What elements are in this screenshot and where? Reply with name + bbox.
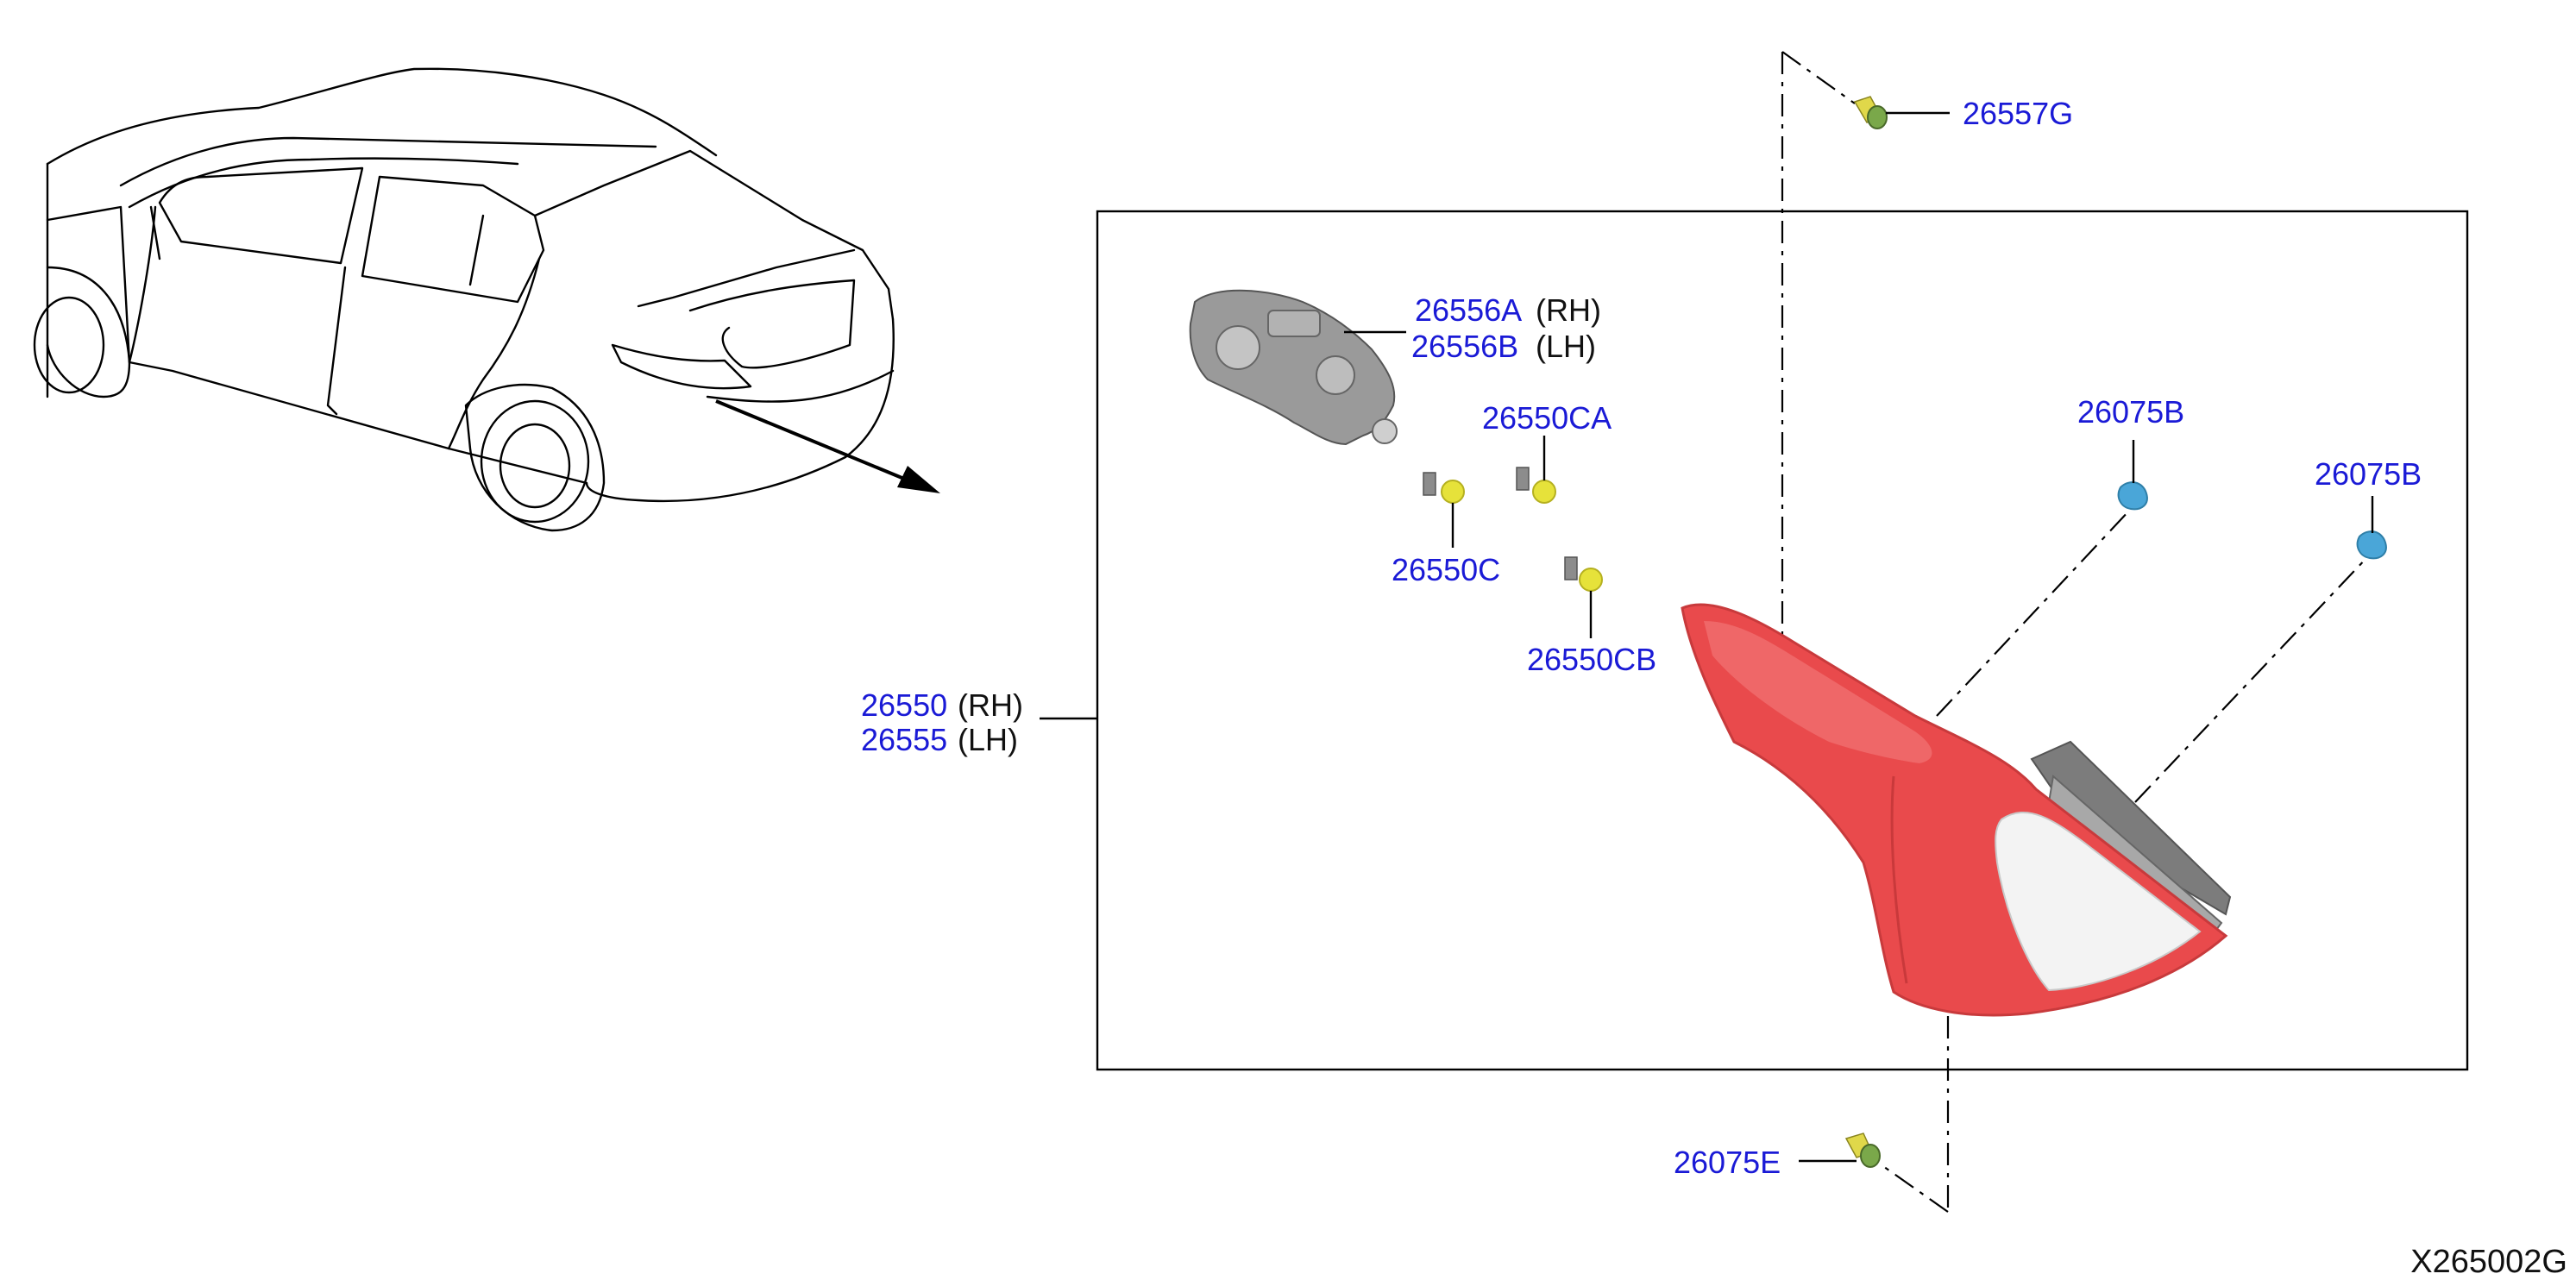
clip-26075b-2-icon <box>2356 530 2387 560</box>
diagram-reference: X265002G <box>2410 1244 2567 1280</box>
bulb-socket-icon <box>1189 289 1398 446</box>
bulb-26550c-icon <box>1423 472 1465 504</box>
part-26556b[interactable]: 26556B <box>1411 329 1518 364</box>
leader-lines <box>1040 111 2374 1163</box>
car-outline-icon <box>33 67 895 532</box>
part-26075b-1[interactable]: 26075B <box>2077 394 2184 430</box>
part-26550c[interactable]: 26550C <box>1392 552 1500 587</box>
side-rh-26550: (RH) <box>958 687 1023 723</box>
part-26550[interactable]: 26550 <box>861 687 947 723</box>
part-26550cb[interactable]: 26550CB <box>1527 642 1656 677</box>
part-26556a[interactable]: 26556A <box>1415 292 1522 328</box>
labels: 26557G 26556A (RH) 26556B (LH) 26550CA 2… <box>861 96 2567 1280</box>
direction-arrow <box>715 399 940 493</box>
clip-26075b-1-icon <box>2117 481 2148 511</box>
screw-26075e-icon <box>1844 1133 1881 1168</box>
part-26557g[interactable]: 26557G <box>1963 96 2073 131</box>
bulb-26550cb-icon <box>1564 556 1603 592</box>
bulb-26550ca-icon <box>1516 467 1556 504</box>
screw-26557g-icon <box>1853 96 1888 129</box>
tail-lamp-assembly-icon <box>1681 603 2232 1017</box>
part-26075e[interactable]: 26075E <box>1674 1145 1781 1180</box>
part-26555[interactable]: 26555 <box>861 722 947 757</box>
side-lh-26556b: (LH) <box>1536 329 1596 364</box>
side-lh-26555: (LH) <box>958 722 1018 757</box>
side-rh-26556a: (RH) <box>1536 292 1601 328</box>
part-26075b-2[interactable]: 26075B <box>2315 456 2422 492</box>
part-26550ca[interactable]: 26550CA <box>1482 400 1612 436</box>
reference-lines <box>1781 51 2369 1213</box>
